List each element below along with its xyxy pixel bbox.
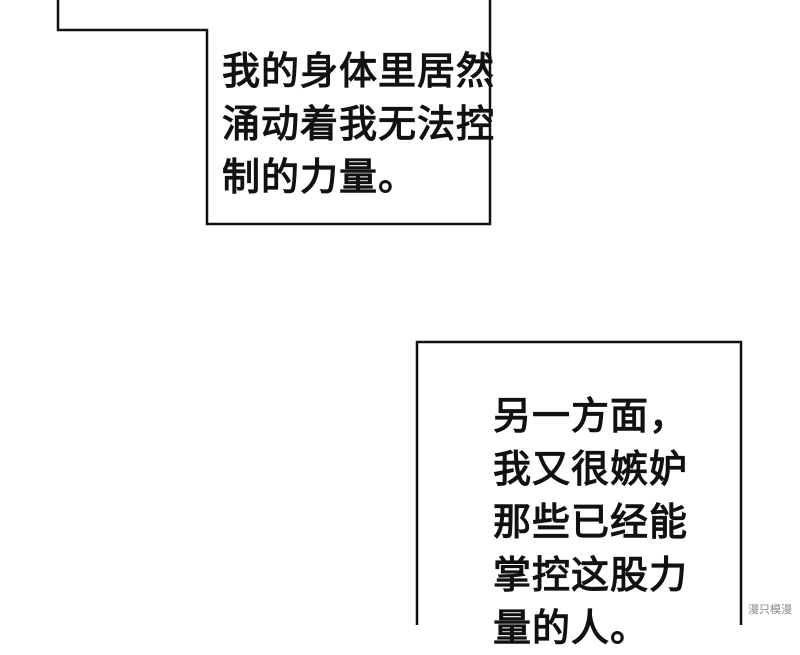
caption-line: 涌动着我无法控 <box>222 102 496 146</box>
panel-borders <box>56 0 743 625</box>
caption-line: 制的力量。 <box>222 155 418 199</box>
caption-line: 那些已经能 <box>493 500 689 544</box>
top-caption-border <box>56 0 492 226</box>
watermark: 漫只模漫 <box>748 603 792 616</box>
caption-line: 我又很嫉妒 <box>493 447 689 491</box>
caption-line: 掌控这股力 <box>493 553 689 597</box>
caption-box-top: 我的身体里居然 涌动着我无法控 制的力量。 <box>222 45 495 204</box>
caption-line: 我的身体里居然 <box>222 49 496 93</box>
bottom-caption-border <box>415 340 743 625</box>
caption-line: 另一方面， <box>493 394 689 438</box>
caption-line: 量的人。 <box>493 606 650 650</box>
caption-box-bottom: 另一方面， 我又很嫉妒 那些已经能 掌控这股力 量的人。 <box>493 390 688 655</box>
